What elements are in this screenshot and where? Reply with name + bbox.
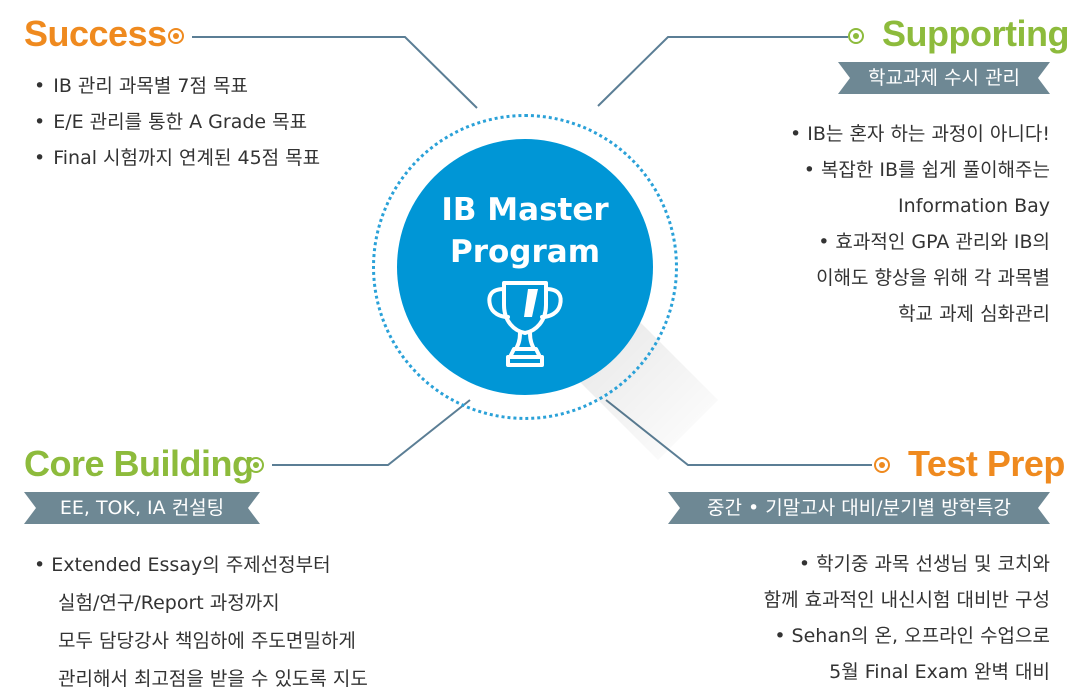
center-title: IB Master Program [441, 192, 609, 270]
list-item: •IB 관리 과목별 7점 목표 [34, 75, 248, 97]
success-list: •IB 관리 과목별 7점 목표 •E/E 관리를 통한 A Grade 목표 … [34, 68, 320, 176]
text-line: 학교 과제 심화관리 [898, 303, 1050, 325]
text-line: 이해도 향상을 위해 각 과목별 [816, 267, 1050, 289]
connector-test-prep [605, 399, 872, 466]
supporting-text: • IB는 혼자 하는 과정이 아니다! • 복잡한 IB를 쉽게 풀이해주는 … [790, 116, 1050, 332]
center-circle: IB Master Program [397, 139, 653, 395]
success-marker-icon [168, 28, 184, 44]
supporting-heading: Supporting [882, 13, 1069, 54]
center-badge: IB Master Program [372, 114, 678, 420]
trophy-icon [487, 281, 563, 367]
core-building-tag: EE, TOK, IA 컨설팅 [24, 492, 260, 524]
text-line: Information Bay [898, 195, 1050, 217]
text-line: • 복잡한 IB를 쉽게 풀이해주는 [803, 159, 1050, 181]
core-building-heading: Core Building [24, 443, 254, 484]
test-prep-tag: 중간 • 기말고사 대비/분기별 방학특강 [668, 492, 1050, 524]
connector-core-building [272, 399, 471, 466]
text-line: 5월 Final Exam 완벽 대비 [829, 661, 1050, 683]
connector-success [192, 36, 478, 109]
text-line: • Sehan의 온, 오프라인 수업으로 [774, 625, 1050, 647]
text-line: 함께 효과적인 내신시험 대비반 구성 [763, 589, 1050, 611]
list-item: •Final 시험까지 연계된 45점 목표 [34, 147, 321, 169]
supporting-tag: 학교과제 수시 관리 [838, 62, 1050, 94]
success-heading: Success [24, 13, 167, 54]
dotted-ring [372, 114, 678, 420]
list-item: •E/E 관리를 통한 A Grade 목표 [34, 111, 308, 133]
text-line: 관리해서 최고점을 받을 수 있도록 지도 [58, 668, 368, 690]
test-prep-marker-icon [874, 457, 890, 473]
text-line: • 학기중 과목 선생님 및 코치와 [798, 553, 1050, 575]
text-line: • 효과적인 GPA 관리와 IB의 [818, 231, 1050, 253]
text-line: 실험/연구/Report 과정까지 [58, 592, 280, 614]
core-building-text: • Extended Essay의 주제선정부터 실험/연구/Report 과정… [34, 546, 368, 698]
text-line: 모두 담당강사 책임하에 주도면밀하게 [58, 630, 356, 652]
test-prep-text: • 학기중 과목 선생님 및 코치와 함께 효과적인 내신시험 대비반 구성 •… [764, 546, 1050, 690]
test-prep-heading: Test Prep [908, 443, 1065, 484]
text-line: • Extended Essay의 주제선정부터 [34, 554, 331, 576]
core-building-marker-icon [248, 457, 264, 473]
connector-supporting [597, 36, 848, 107]
text-line: • IB는 혼자 하는 과정이 아니다! [790, 123, 1050, 145]
supporting-marker-icon [848, 28, 864, 44]
